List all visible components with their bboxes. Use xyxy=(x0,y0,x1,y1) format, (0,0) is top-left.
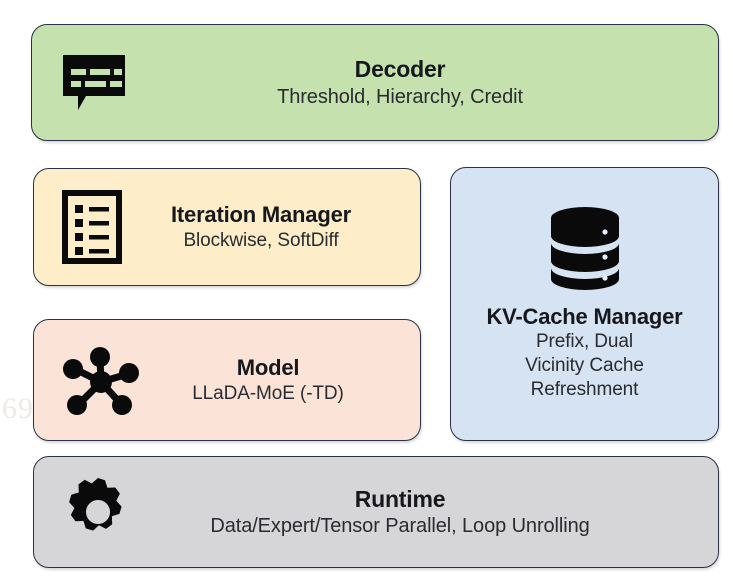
model-block[interactable]: Model LLaDA-MoE (-TD) xyxy=(33,319,421,441)
runtime-text: Runtime Data/Expert/Tensor Parallel, Loo… xyxy=(34,486,718,538)
model-text: Model LLaDA-MoE (-TD) xyxy=(34,355,420,406)
runtime-title: Runtime xyxy=(354,485,446,512)
model-subtitle: LLaDA-MoE (-TD) xyxy=(192,382,344,404)
speech-bubble-subtitles-icon xyxy=(60,52,128,114)
model-title: Model xyxy=(236,354,300,380)
kv-cache-manager-block[interactable]: KV-Cache Manager Prefix, Dual Vicinity C… xyxy=(450,167,719,441)
runtime-block[interactable]: Runtime Data/Expert/Tensor Parallel, Loo… xyxy=(33,456,719,568)
iteration-manager-subtitle: Blockwise, SoftDiff xyxy=(183,229,339,251)
kv-cache-manager-text: KV-Cache Manager Prefix, Dual Vicinity C… xyxy=(451,304,718,401)
decoder-text: Decoder Threshold, Hierarchy, Credit xyxy=(32,56,718,109)
kv-cache-manager-subtitle-line-1: Prefix, Dual xyxy=(535,331,633,353)
network-hub-icon xyxy=(62,344,140,416)
gear-icon xyxy=(62,476,134,548)
kv-cache-manager-subtitle-line-2: Vicinity Cache xyxy=(525,355,644,377)
kv-cache-manager-title: KV-Cache Manager xyxy=(486,304,683,330)
iteration-manager-text: Iteration Manager Blockwise, SoftDiff xyxy=(34,202,420,253)
decoder-block[interactable]: Decoder Threshold, Hierarchy, Credit xyxy=(31,24,719,141)
iteration-manager-title: Iteration Manager xyxy=(171,201,351,227)
iteration-manager-block[interactable]: Iteration Manager Blockwise, SoftDiff xyxy=(33,168,421,286)
checklist-document-icon xyxy=(62,190,122,264)
decoder-subtitle: Threshold, Hierarchy, Credit xyxy=(277,86,523,109)
decoder-title: Decoder xyxy=(354,55,446,82)
runtime-subtitle: Data/Expert/Tensor Parallel, Loop Unroll… xyxy=(210,515,590,538)
database-icon xyxy=(547,206,623,291)
watermark: 69 xyxy=(2,392,34,425)
kv-cache-manager-subtitle-line-3: Refreshment xyxy=(530,378,639,400)
